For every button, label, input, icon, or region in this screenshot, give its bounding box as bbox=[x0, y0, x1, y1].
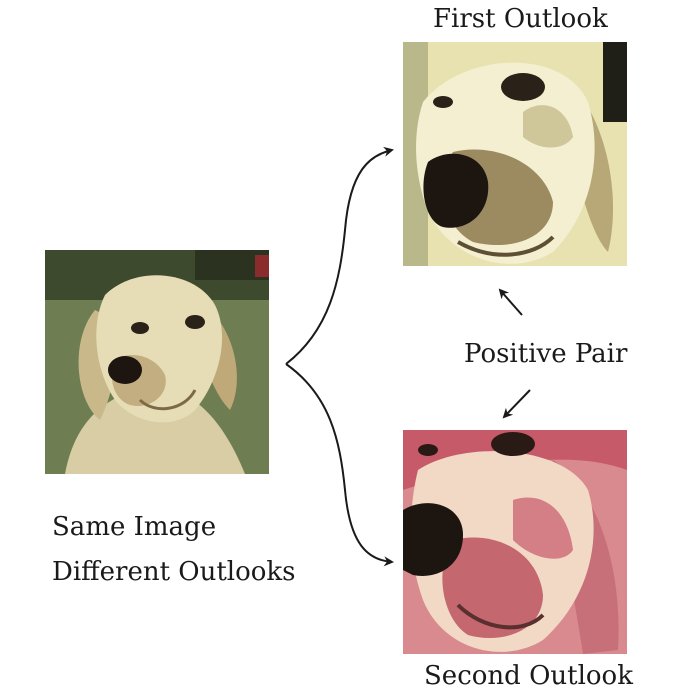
second-outlook-label: Second Outlook bbox=[424, 661, 633, 691]
second-outlook-photo bbox=[403, 430, 627, 654]
original-dog-photo bbox=[45, 250, 269, 474]
caption-line-2: Different Outlooks bbox=[52, 557, 296, 587]
arrow-pair-up bbox=[498, 288, 523, 316]
first-outlook-label: First Outlook bbox=[433, 4, 608, 34]
caption-line-1: Same Image bbox=[52, 512, 217, 542]
arrow-to-first-outlook bbox=[285, 146, 394, 365]
arrow-to-second-outlook bbox=[285, 363, 394, 567]
positive-pair-label: Positive Pair bbox=[464, 339, 628, 369]
arrow-pair-down bbox=[502, 389, 531, 419]
first-outlook-photo bbox=[403, 42, 627, 266]
